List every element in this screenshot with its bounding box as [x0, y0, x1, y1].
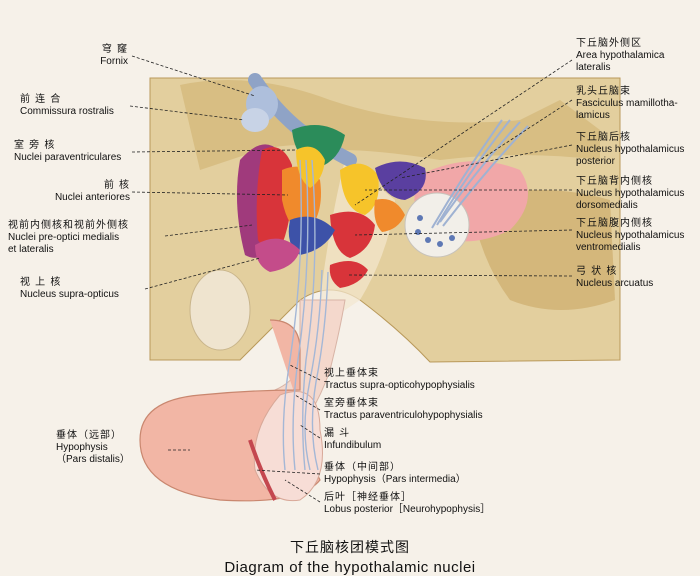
label-dorsomedial-en2: dorsomedialis — [576, 200, 638, 211]
label-infundibulum-en: Infundibulum — [324, 440, 382, 451]
mammillothalamic-fibers — [431, 119, 529, 229]
label-fornix: 穹 窿 Fornix — [100, 44, 128, 68]
nucleus-posterior — [375, 161, 426, 200]
label-supraoptic-zh: 视 上 核 — [20, 277, 62, 288]
label-ventromedial-en2: ventromedialis — [576, 242, 641, 253]
caption-en: Diagram of the hypothalamic nuclei — [224, 559, 476, 576]
label-pars-intermedia-zh: 垂体（中间部） — [324, 462, 401, 473]
label-mammillothalamic-en: Fasciculus mamillotha- — [576, 98, 678, 109]
label-lateral-area-en2: lateralis — [576, 62, 611, 73]
label-arcuate-zh: 弓 状 核 — [576, 266, 618, 277]
label-ventromedial-en: Nucleus hypothalamicus — [576, 230, 685, 241]
optic-chiasm — [189, 269, 251, 351]
label-paraventriculo-tract-en: Tractus paraventriculohypophysialis — [324, 410, 483, 421]
label-fornix-en: Fornix — [100, 56, 128, 67]
mammillary-fiber-ends — [415, 215, 455, 247]
label-arcuate: 弓 状 核 Nucleus arcuatus — [576, 266, 653, 290]
label-anterior: 前 核 Nuclei anteriores — [55, 180, 130, 204]
label-lobus-posterior-zh: 后叶［神经垂体］ — [324, 492, 412, 503]
label-paraventriculo-tract: 室旁垂体束 Tractus paraventriculohypophysiali… — [324, 398, 483, 422]
label-pars-intermedia-en: Hypophysis（Pars intermedia） — [324, 474, 466, 485]
hypophysis-pars-intermedia — [248, 439, 277, 501]
label-dorsomedial-en: Nucleus hypothalamicus — [576, 188, 685, 199]
label-dorsomedial: 下丘脑背内侧核 Nucleus hypothalamicus dorsomedi… — [576, 176, 684, 212]
nucleus-anterior-yellow — [296, 146, 325, 188]
label-posterior: 下丘脑后核 Nucleus hypothalamicus posterior — [576, 132, 684, 168]
caption-zh: 下丘脑核团模式图 — [290, 540, 410, 556]
nucleus-supraoptic — [255, 238, 300, 272]
label-posterior-en: Nucleus hypothalamicus — [576, 144, 685, 155]
leader-lines — [129, 55, 573, 503]
label-preoptic: 视前内侧核和视前外侧核 Nuclei pre-optici medialis e… — [8, 220, 129, 256]
label-supraoptic-en: Nucleus supra-opticus — [20, 289, 119, 300]
label-pars-distalis-en: Hypophysis — [56, 442, 108, 453]
diagram-caption: 下丘脑核团模式图 Diagram of the hypothalamic nuc… — [0, 537, 700, 576]
label-pars-distalis: 垂体（远部） Hypophysis （Pars distalis） — [56, 430, 130, 466]
label-infundibulum: 漏 斗 Infundibulum — [324, 428, 381, 452]
label-paraventricular: 室 旁 核 Nuclei paraventriculares — [14, 140, 121, 164]
label-paraventricular-zh: 室 旁 核 — [14, 140, 56, 151]
hypophysial-tracts — [282, 159, 329, 471]
label-lateral-area: 下丘脑外侧区 Area hypothalamica lateralis — [576, 38, 664, 74]
label-supraoptico-tract-en: Tractus supra-opticohypophysialis — [324, 380, 475, 391]
nucleus-ventromedial — [330, 211, 375, 258]
label-mammillothalamic: 乳头丘脑束 Fasciculus mamillotha- lamicus — [576, 86, 678, 122]
label-supraoptico-tract-zh: 视上垂体束 — [324, 368, 379, 379]
label-supraoptic: 视 上 核 Nucleus supra-opticus — [20, 277, 119, 301]
label-commissura-zh: 前 连 合 — [20, 94, 62, 105]
label-lateral-area-zh: 下丘脑外侧区 — [576, 38, 642, 49]
label-pars-intermedia: 垂体（中间部） Hypophysis（Pars intermedia） — [324, 462, 466, 486]
label-commissura-en: Commissura rostralis — [20, 106, 114, 117]
label-ventromedial-zh: 下丘脑腹内侧核 — [576, 218, 653, 229]
tissue-fold-upper — [180, 80, 600, 170]
label-mammillothalamic-en2: lamicus — [576, 110, 610, 121]
label-anterior-en: Nuclei anteriores — [54, 192, 130, 203]
label-preoptic-en2: et lateralis — [8, 244, 54, 255]
label-paraventriculo-tract-zh: 室旁垂体束 — [324, 398, 379, 409]
label-pars-distalis-en2: （Pars distalis） — [56, 454, 130, 465]
anterior-commissure — [241, 108, 269, 132]
label-ventromedial: 下丘脑腹内侧核 Nucleus hypothalamicus ventromed… — [576, 218, 684, 254]
label-fornix-zh: 穹 窿 — [101, 44, 128, 55]
label-mammillothalamic-zh: 乳头丘脑束 — [576, 86, 631, 97]
label-lobus-posterior: 后叶［神经垂体］ Lobus posterior［Neurohypophysis… — [324, 492, 490, 516]
label-supraoptico-tract: 视上垂体束 Tractus supra-opticohypophysialis — [324, 368, 475, 392]
label-arcuate-en: Nucleus arcuatus — [576, 278, 654, 289]
label-infundibulum-zh: 漏 斗 — [324, 428, 351, 439]
label-paraventricular-en: Nuclei paraventriculares — [14, 152, 122, 163]
nucleus-dorsomedial — [340, 163, 379, 215]
label-lobus-posterior-en: Lobus posterior［Neurohypophysis］ — [324, 504, 491, 515]
label-posterior-zh: 下丘脑后核 — [576, 132, 631, 143]
label-posterior-en2: posterior — [576, 156, 615, 167]
label-anterior-zh: 前 核 — [103, 180, 130, 191]
label-dorsomedial-zh: 下丘脑背内侧核 — [576, 176, 653, 187]
label-commissura: 前 连 合 Commissura rostralis — [20, 94, 114, 118]
label-lateral-area-en: Area hypothalamica — [576, 50, 665, 61]
label-preoptic-zh: 视前内侧核和视前外侧核 — [8, 220, 129, 231]
label-pars-distalis-zh: 垂体（远部） — [56, 430, 122, 441]
label-preoptic-en: Nuclei pre-optici medialis — [8, 232, 120, 243]
nucleus-orange-right — [374, 199, 405, 232]
nucleus-arcuate — [329, 261, 368, 288]
